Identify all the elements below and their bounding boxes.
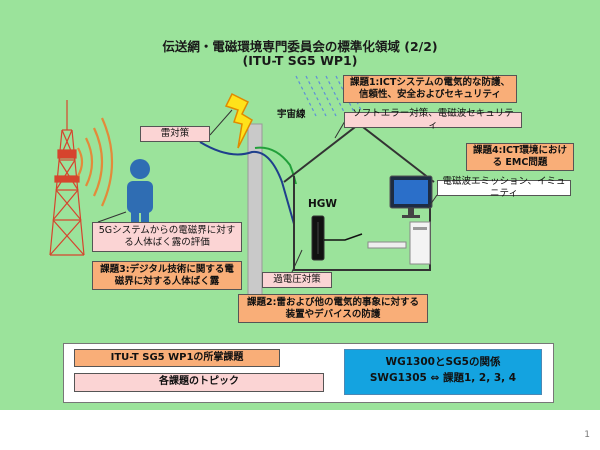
issue2-box: 課題2:雷および他の電気的事象に対する装置やデバイスの防護: [238, 294, 428, 323]
legend-task-box: ITU-T SG5 WP1の所掌課題: [74, 349, 280, 367]
pc-tower-icon: [409, 221, 431, 265]
wg-relation-line1: WG1300とSG5の関係: [385, 356, 501, 368]
overvoltage-box: 過電圧対策: [262, 272, 332, 288]
issue4-topic-box: 電磁波エミッション、イミュニティ: [437, 176, 571, 199]
issue1-box: 課題1:ICTシステムの電気的な防護、信頼性、安全およびセキュリティ: [343, 75, 517, 103]
radio-waves-icon: [77, 117, 114, 207]
hgw-label: HGW: [308, 198, 337, 210]
issue4-box: 課題4:ICT環境における EMC問題: [466, 143, 574, 171]
cable-blue: [199, 141, 323, 253]
hgw-router-icon: [311, 215, 325, 261]
wg-relation-line2: SWG1305 ⇔ 課題1, 2, 3, 4: [369, 371, 517, 384]
wg-relation-box: WG1300とSG5の関係 SWG1305 ⇔ 課題1, 2, 3, 4: [344, 349, 542, 395]
lightning-icon: [224, 92, 253, 149]
monitor-icon: [389, 175, 433, 218]
radio-tower-icon: [49, 100, 85, 256]
slide-title-line2: (ITU-T SG5 WP1): [242, 53, 358, 68]
issue1-topic-box: ソフトエラー対策、電磁波セキュリティ: [344, 108, 522, 131]
issue3-box: 課題3:デジタル技術に関する電磁界に対する人体ばく露: [92, 261, 242, 290]
cosmic-rays-label: 宇宙線: [277, 109, 306, 120]
issue3-topic-box: 5Gシステムからの電磁界に対する人体ばく露の評価: [92, 222, 242, 252]
keyboard-icon: [367, 241, 407, 249]
callout-lines: [97, 109, 438, 273]
slide-title-line1: 伝送網・電磁環境専門委員会の標準化領域 (2/2): [162, 39, 438, 54]
page-number: 1: [584, 430, 590, 440]
legend-topic-box: 各課題のトピック: [74, 373, 324, 392]
illustration: [49, 75, 438, 315]
lightning-box: 雷対策: [140, 126, 210, 142]
